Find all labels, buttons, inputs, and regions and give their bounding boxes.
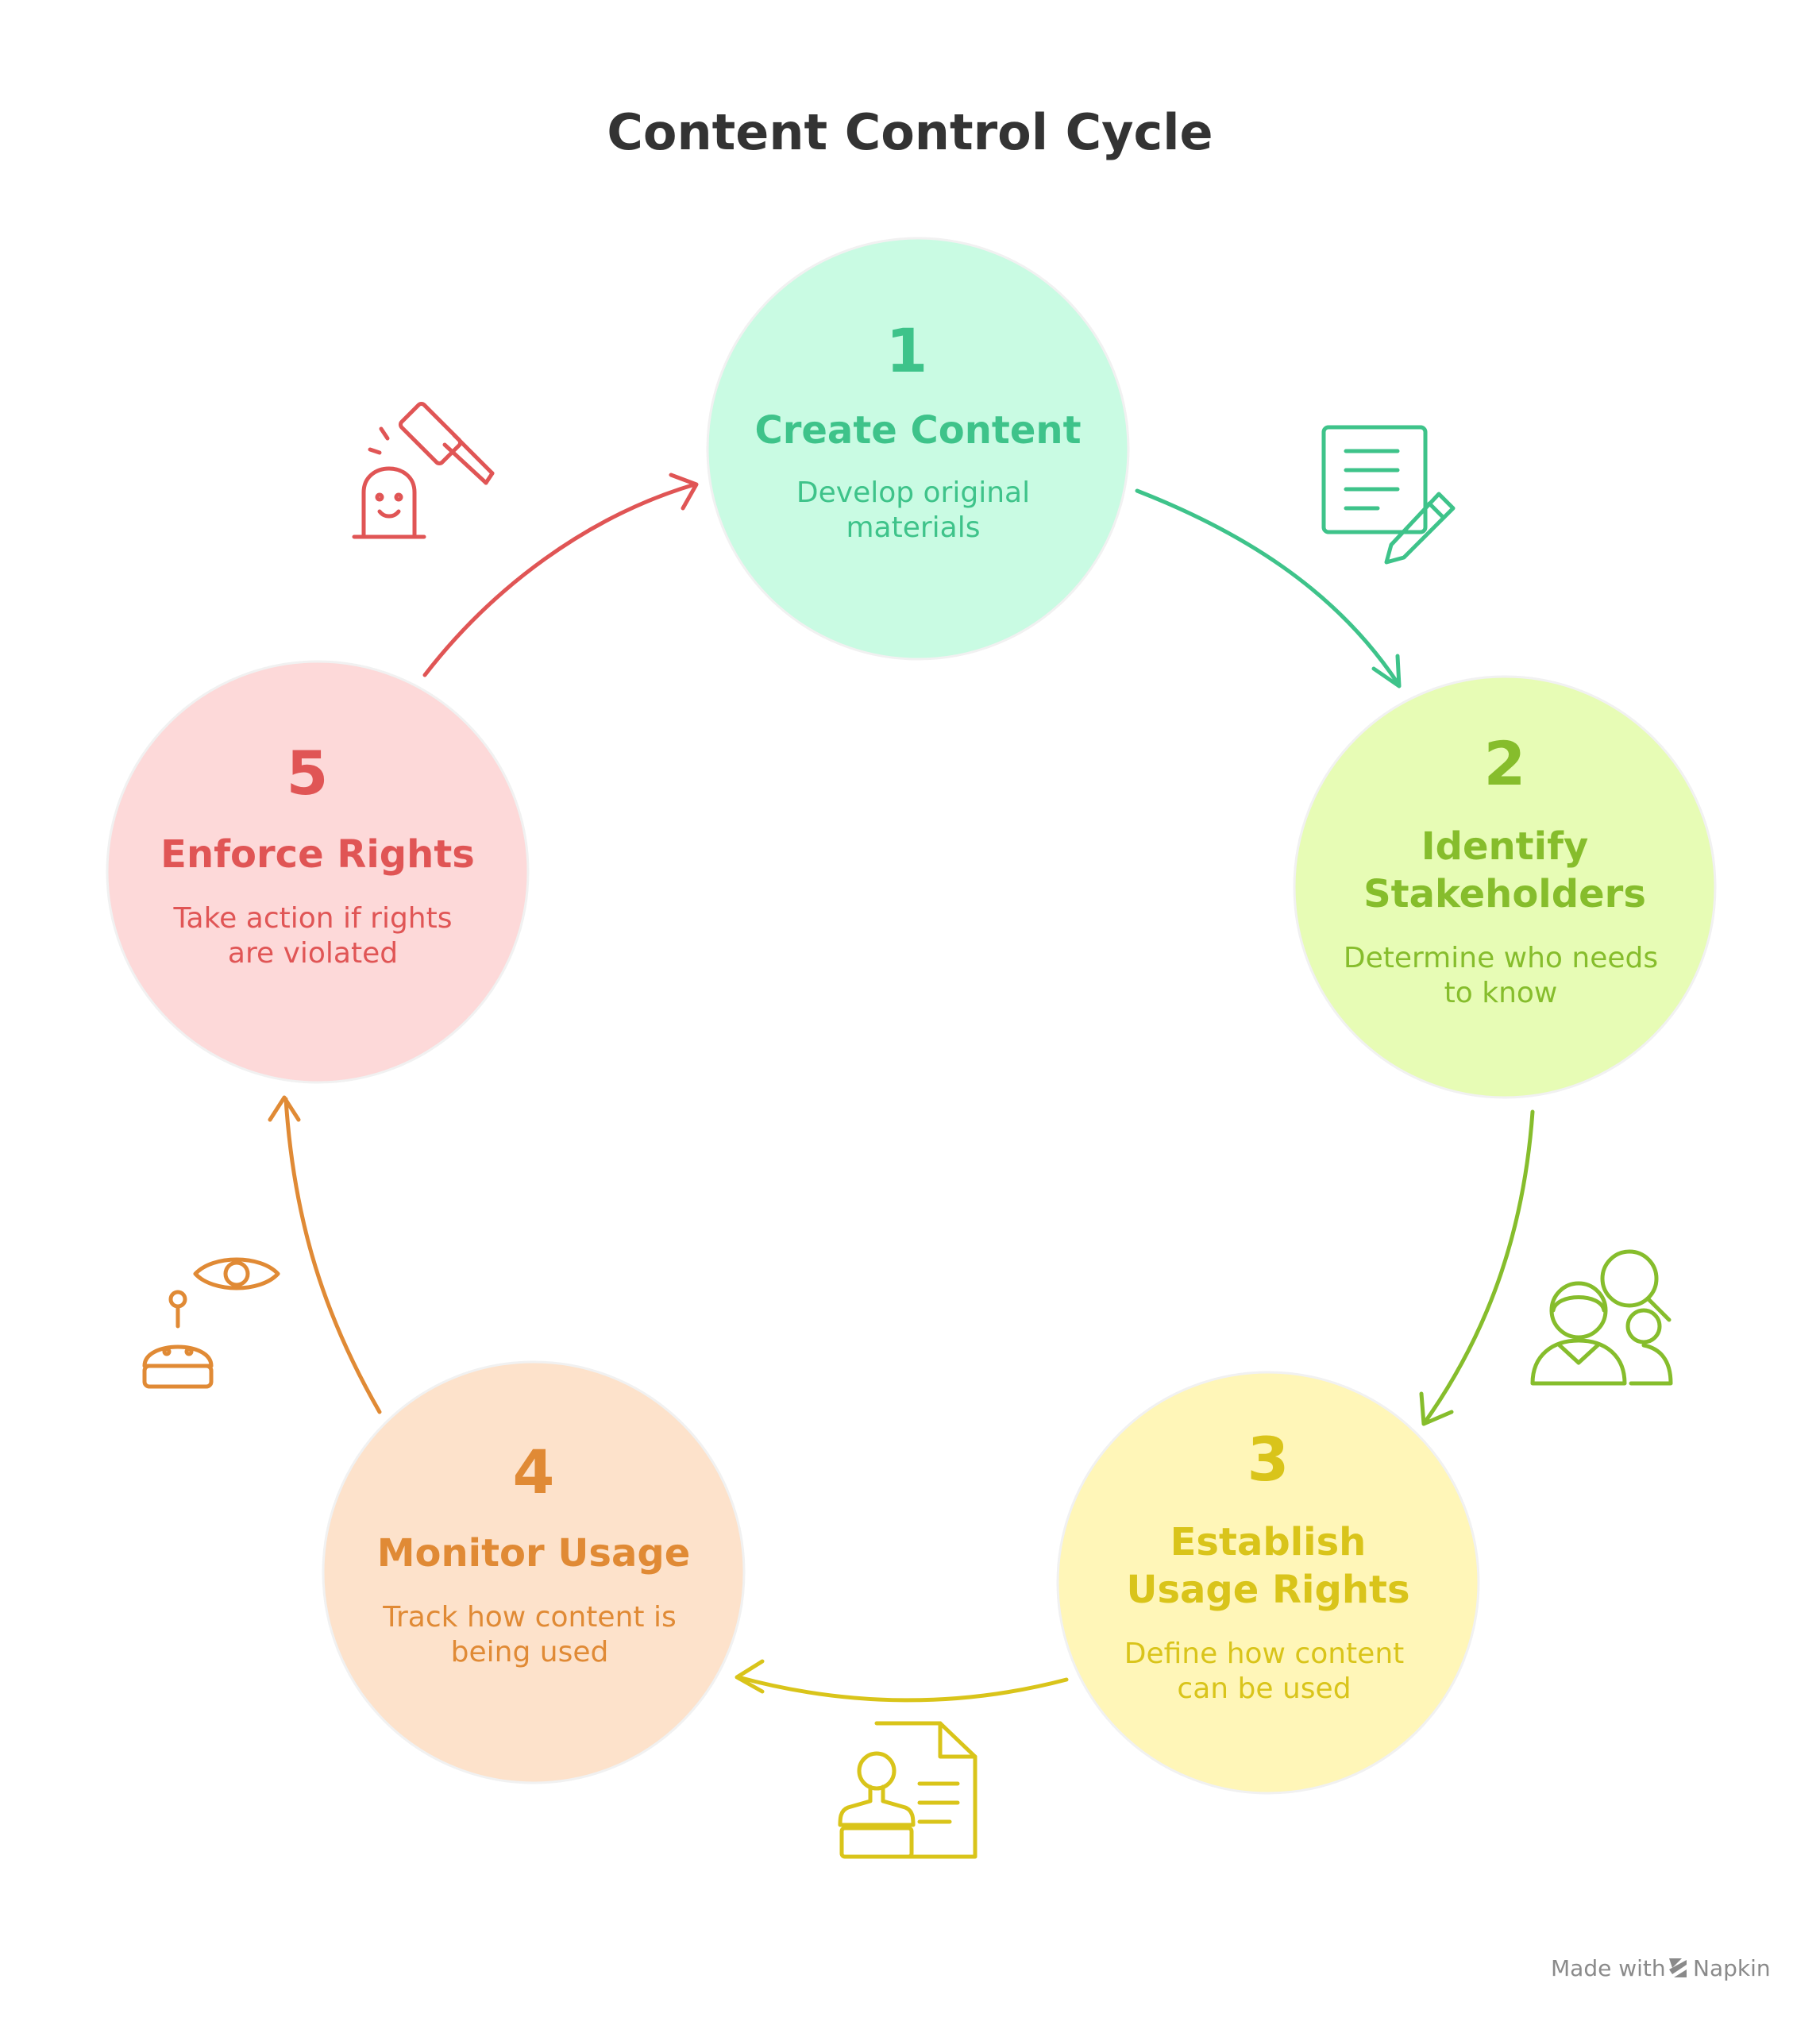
step-2-node: 2 Identify Stakeholders Determine who ne… [1293,675,1717,1099]
step-1-description-line-2: materials [846,511,980,544]
step-1-node: 1 Create Content Develop original materi… [706,237,1130,661]
arrow-1-to-2 [1135,488,1402,689]
step-1-circle [706,237,1130,661]
step-2-description-line-1: Determine who needs [1344,942,1658,974]
step-3-description-line-1: Define how content [1124,1638,1405,1670]
step-5-number: 5 [287,738,329,808]
step-2-circle [1293,675,1717,1099]
step-3-circle [1056,1371,1480,1795]
step-4-circle [322,1360,746,1784]
footer-brand: Napkin [1693,1955,1771,1981]
people-search-icon [1530,1249,1673,1386]
step-3-node: 3 Establish Usage Rights Define how cont… [1056,1371,1480,1795]
document-pencil-icon [1321,425,1456,565]
step-3-heading-line-1: Establish [1170,1520,1367,1564]
step-2-number: 2 [1484,728,1526,799]
robot-eye-icon [142,1257,280,1389]
diagram-title: Content Control Cycle [607,103,1213,161]
step-1-number: 1 [886,315,928,386]
step-2-description-line-2: to know [1444,977,1558,1009]
step-1-heading: Create Content [754,408,1081,453]
napkin-logo-icon [1669,1958,1687,1977]
step-5-description-line-1: Take action if rights [173,902,453,935]
step-2-heading-line-1: Identify [1421,824,1589,869]
arrow-3-to-4 [735,1659,1069,1703]
step-1-description-line-1: Develop original [796,476,1030,509]
arrow-2-to-3 [1419,1109,1535,1426]
gavel-icon [352,401,495,539]
footer-made-with: Made with [1551,1955,1666,1981]
step-3-heading-line-2: Usage Rights [1126,1568,1409,1612]
step-3-description-line-2: can be used [1177,1672,1351,1705]
stamp-document-icon [838,1721,977,1859]
arrow-5-to-1 [422,473,699,677]
step-4-number: 4 [513,1437,555,1507]
footer-watermark: Made with Napkin [1551,1955,1771,1981]
step-4-node: 4 Monitor Usage Track how content is bei… [322,1360,746,1784]
step-4-description-line-2: being used [451,1636,609,1668]
step-3-number: 3 [1247,1424,1290,1495]
arrow-4-to-5 [268,1095,382,1414]
step-4-heading: Monitor Usage [377,1531,691,1576]
step-4-description-line-1: Track how content is [382,1601,676,1634]
step-5-description-line-2: are violated [228,937,398,970]
step-5-heading: Enforce Rights [160,832,475,877]
step-5-circle [106,660,530,1084]
step-5-node: 5 Enforce Rights Take action if rights a… [106,660,530,1084]
step-2-heading-line-2: Stakeholders [1363,872,1646,916]
